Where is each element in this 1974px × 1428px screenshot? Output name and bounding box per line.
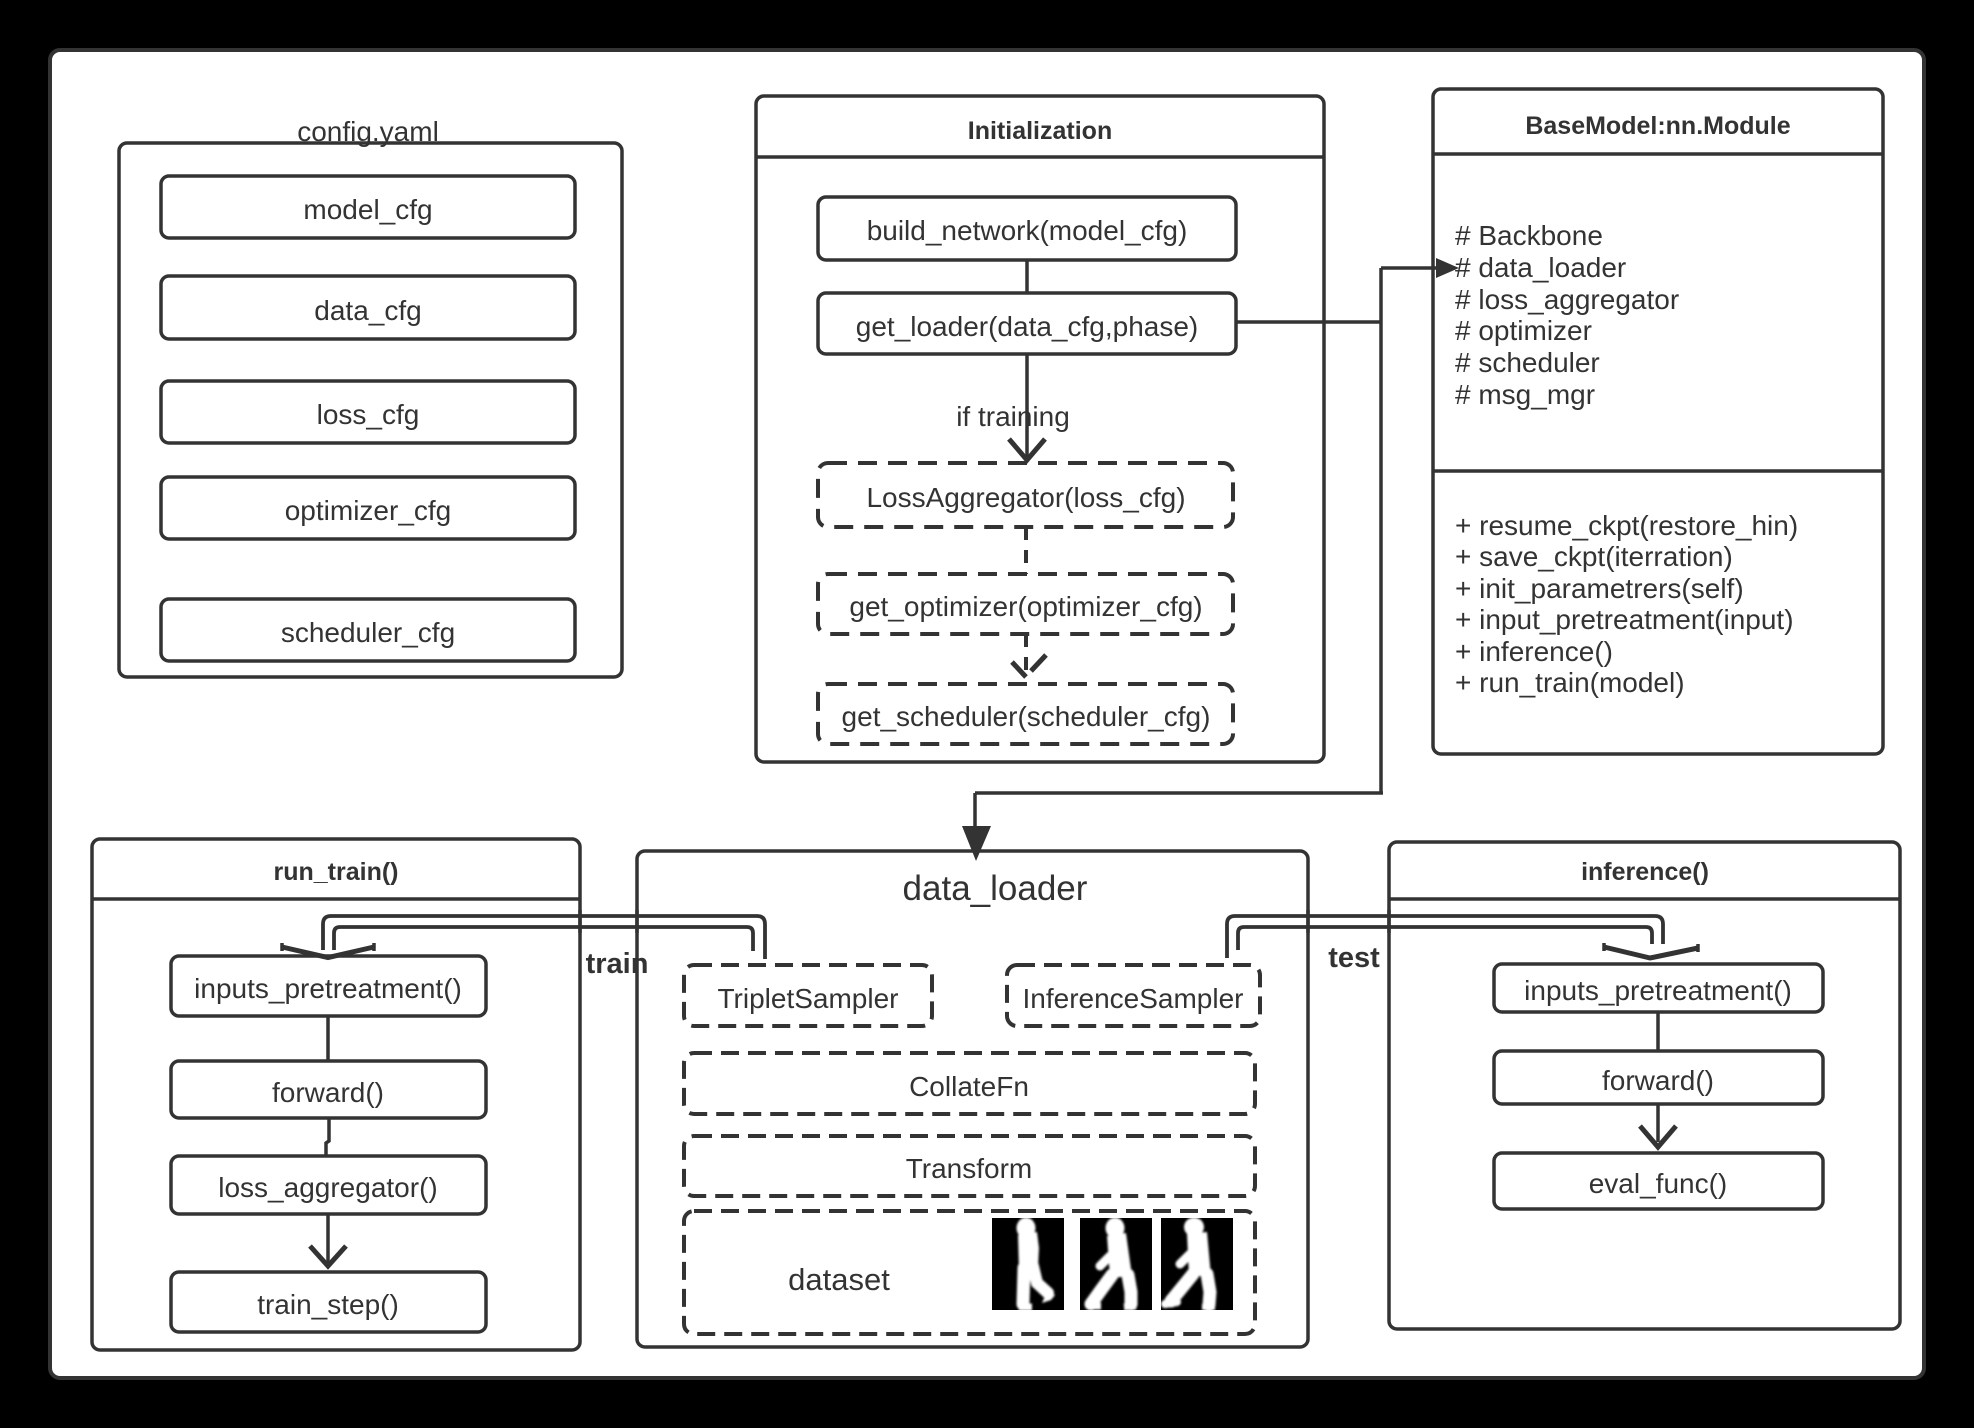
svg-text:forward(): forward() — [272, 1077, 384, 1108]
svg-text:test: test — [1328, 942, 1380, 974]
svg-text:InferenceSampler: InferenceSampler — [1022, 983, 1243, 1014]
svg-text:+ run_train(model): + run_train(model) — [1455, 667, 1685, 698]
svg-text:get_optimizer(optimizer_cfg): get_optimizer(optimizer_cfg) — [849, 591, 1202, 622]
svg-text:build_network(model_cfg): build_network(model_cfg) — [867, 215, 1188, 246]
svg-text:get_scheduler(scheduler_cfg): get_scheduler(scheduler_cfg) — [842, 701, 1211, 732]
svg-text:inference(): inference() — [1581, 858, 1709, 886]
svg-text:# msg_mgr: # msg_mgr — [1455, 379, 1595, 410]
svg-text:loss_aggregator(): loss_aggregator() — [218, 1172, 437, 1203]
svg-text:train: train — [586, 948, 649, 980]
svg-text:+ resume_ckpt(restore_hin): + resume_ckpt(restore_hin) — [1455, 510, 1798, 541]
svg-text:# loss_aggregator: # loss_aggregator — [1455, 284, 1679, 315]
svg-text:forward(): forward() — [1602, 1065, 1714, 1096]
svg-text:loss_cfg: loss_cfg — [317, 399, 420, 430]
svg-text:train_step(): train_step() — [257, 1289, 399, 1320]
svg-text:# scheduler: # scheduler — [1455, 347, 1600, 378]
svg-text:dataset: dataset — [788, 1262, 890, 1297]
svg-text:data_cfg: data_cfg — [314, 295, 421, 326]
svg-text:inputs_pretreatment(): inputs_pretreatment() — [194, 973, 462, 1004]
svg-text:optimizer_cfg: optimizer_cfg — [285, 495, 452, 526]
svg-text:BaseModel:nn.Module: BaseModel:nn.Module — [1525, 112, 1790, 140]
svg-text:# optimizer: # optimizer — [1455, 315, 1592, 346]
svg-text:eval_func(): eval_func() — [1589, 1168, 1728, 1199]
svg-text:LossAggregator(loss_cfg): LossAggregator(loss_cfg) — [866, 482, 1185, 513]
svg-text:model_cfg: model_cfg — [303, 194, 432, 225]
svg-text:scheduler_cfg: scheduler_cfg — [281, 617, 455, 648]
svg-text:config.yaml: config.yaml — [297, 116, 439, 147]
svg-text:run_train(): run_train() — [274, 858, 399, 886]
svg-text:+ save_ckpt(iterration): + save_ckpt(iterration) — [1455, 541, 1733, 572]
svg-text:if training: if training — [956, 401, 1070, 432]
svg-text:# Backbone: # Backbone — [1455, 220, 1603, 251]
svg-text:inputs_pretreatment(): inputs_pretreatment() — [1524, 975, 1792, 1006]
svg-text:data_loader: data_loader — [903, 869, 1088, 908]
svg-text:+ init_parametrers(self): + init_parametrers(self) — [1455, 573, 1744, 604]
svg-text:get_loader(data_cfg,phase): get_loader(data_cfg,phase) — [856, 311, 1198, 342]
svg-text:TripletSampler: TripletSampler — [717, 983, 898, 1014]
svg-text:Initialization: Initialization — [968, 117, 1112, 145]
svg-text:+ inference(): + inference() — [1455, 636, 1613, 667]
svg-text:+ input_pretreatment(input): + input_pretreatment(input) — [1455, 604, 1794, 635]
svg-text:CollateFn: CollateFn — [909, 1071, 1029, 1102]
svg-text:Transform: Transform — [906, 1153, 1033, 1184]
svg-text:# data_loader: # data_loader — [1455, 252, 1626, 283]
